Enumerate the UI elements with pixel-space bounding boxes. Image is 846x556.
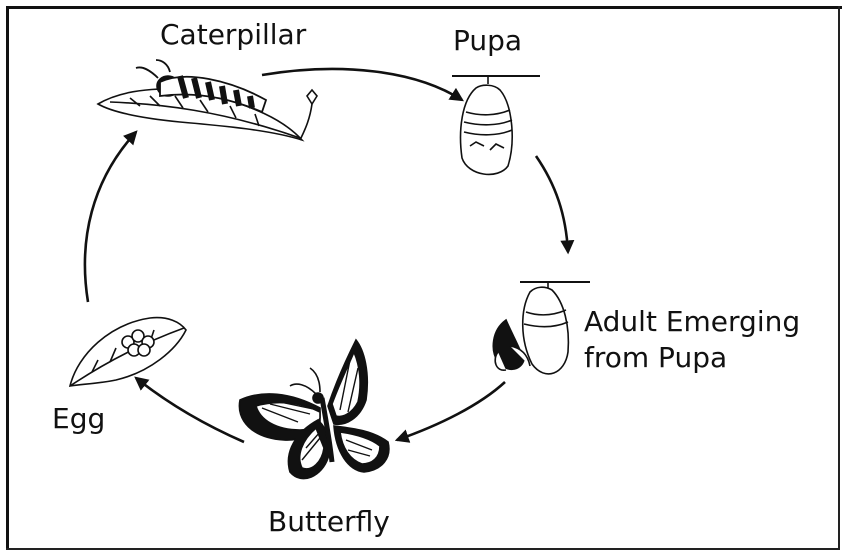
emerging-adult-illustration bbox=[493, 282, 590, 374]
stage-label-pupa: Pupa bbox=[453, 24, 522, 58]
stage-label-butterfly: Butterfly bbox=[268, 505, 390, 539]
stage-label-caterpillar: Caterpillar bbox=[160, 18, 306, 52]
butterfly-illustration bbox=[239, 340, 388, 479]
stage-label-adult-emerging-line1: Adult Emerging bbox=[584, 305, 800, 339]
arrow-butterfly-to-egg bbox=[136, 378, 244, 442]
arrow-adult-to-butterfly bbox=[397, 382, 505, 440]
arrow-egg-to-caterpillar bbox=[85, 132, 136, 302]
stage-label-egg: Egg bbox=[52, 402, 105, 436]
pupa-illustration bbox=[452, 76, 540, 174]
arrow-caterpillar-to-pupa bbox=[262, 69, 462, 100]
stage-label-adult-emerging-line2: from Pupa bbox=[584, 341, 727, 375]
arrow-pupa-to-adult bbox=[536, 156, 568, 252]
egg-illustration bbox=[70, 318, 186, 386]
